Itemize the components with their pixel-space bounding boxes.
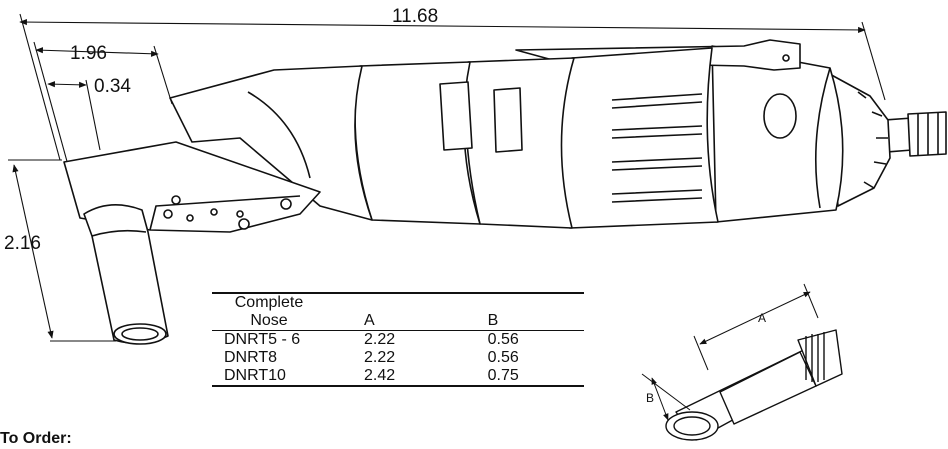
air-inlet-fitting <box>883 111 947 157</box>
header-model: Complete Nose <box>212 293 326 331</box>
cell-b: 0.56 <box>435 330 584 349</box>
detail-dimension-lines <box>641 283 819 421</box>
height-dim: 2.16 <box>4 233 41 254</box>
overall-length-dim: 11.68 <box>392 6 438 27</box>
nutrunner-tool <box>63 39 947 345</box>
header-model-line1: Complete <box>234 294 304 311</box>
cell-model: DNRT10 <box>212 367 326 387</box>
table-row: DNRT5 - 6 2.22 0.56 <box>212 330 584 349</box>
table-header: Complete Nose A B <box>212 293 584 331</box>
socket-detail <box>665 329 843 441</box>
grip-slots <box>611 93 703 203</box>
header-a: A <box>363 312 375 329</box>
nose-spec-table: Complete Nose A B DNRT5 - 6 2.22 0.56 DN… <box>212 292 584 387</box>
table-row: DNRT10 2.42 0.75 <box>212 367 584 387</box>
cell-model: DNRT5 - 6 <box>212 330 326 349</box>
head-length-dim: 1.96 <box>70 43 107 64</box>
header-b: B <box>487 312 499 329</box>
cell-a: 2.22 <box>325 330 436 349</box>
port-hole <box>763 93 797 139</box>
table-row: DNRT8 2.22 0.56 <box>212 349 584 367</box>
nose-socket <box>83 204 169 344</box>
cell-a: 2.42 <box>325 367 436 387</box>
dimension-lines <box>8 13 886 342</box>
header-model-line2: Nose <box>250 312 288 329</box>
cell-b: 0.75 <box>435 367 584 387</box>
cell-model: DNRT8 <box>224 349 278 366</box>
nose-offset-dim: 0.34 <box>94 76 131 97</box>
cell-a: 2.22 <box>363 349 396 366</box>
detail-label-a: A <box>758 311 766 325</box>
plate-holes <box>163 195 292 230</box>
angle-head-upper <box>169 65 373 221</box>
detail-label-b: B <box>646 391 654 405</box>
cell-b: 0.56 <box>487 349 519 366</box>
to-order-heading: To Order: <box>0 430 72 447</box>
